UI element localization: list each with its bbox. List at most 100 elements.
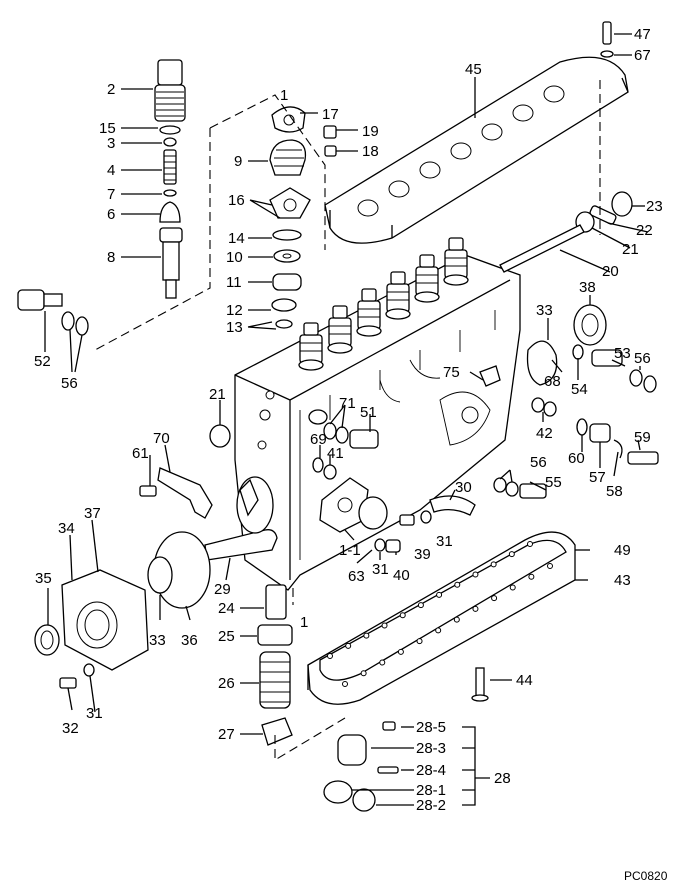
- callout: 69: [310, 431, 327, 448]
- callout: 15: [99, 120, 116, 137]
- pan-hole: [528, 573, 535, 580]
- pan-hole: [527, 541, 533, 547]
- callout: 39: [414, 546, 431, 563]
- callout: 51: [360, 404, 377, 421]
- callout: 53: [614, 345, 631, 362]
- callout: 4: [107, 162, 115, 179]
- callout: 13: [226, 319, 243, 336]
- callout: 47: [634, 26, 651, 43]
- pan-hole: [379, 659, 386, 666]
- callout: 3: [107, 135, 115, 152]
- callout: 7: [107, 186, 115, 203]
- callout: 18: [362, 143, 379, 160]
- valve-holder: [298, 322, 324, 371]
- callout: 34: [58, 520, 75, 537]
- callout: 68: [544, 373, 561, 390]
- callout: 70: [153, 430, 170, 447]
- callout-labels: 47 67 45 2 17 1 19 15 3 9 18 4 7 16 6 23…: [34, 26, 663, 814]
- callout: 28-2: [416, 797, 446, 814]
- callout: 35: [35, 570, 52, 587]
- callout: 33: [149, 632, 166, 649]
- cover-hole: [388, 180, 410, 198]
- banjo-bolt-52: [17, 289, 89, 336]
- callout: 21: [209, 386, 226, 403]
- pan-hole: [342, 681, 348, 687]
- oil-pan: [307, 531, 576, 705]
- callout: 31: [86, 705, 103, 722]
- callout: 38: [579, 279, 596, 296]
- callout: 10: [226, 249, 243, 266]
- pan-hole: [435, 627, 442, 634]
- pan-hole: [327, 653, 333, 659]
- pan-hole: [416, 638, 423, 645]
- callout: 49: [614, 542, 631, 559]
- pan-hole: [363, 632, 370, 639]
- callout: 22: [636, 222, 653, 239]
- pan-hole: [436, 591, 443, 598]
- pan-hole: [491, 595, 498, 602]
- cover-hole: [450, 142, 472, 160]
- leader-lines: [44, 33, 649, 806]
- valve-holder: [356, 288, 382, 337]
- callout: 42: [536, 425, 553, 442]
- valve-holder: [327, 305, 353, 354]
- callout: 28-1: [416, 782, 446, 799]
- callout: 71: [339, 395, 356, 412]
- pan-hole: [381, 622, 388, 629]
- pan-hole: [417, 602, 424, 609]
- tappet-stack: [257, 584, 293, 746]
- camshaft-29: [204, 476, 278, 561]
- callout: 14: [228, 230, 245, 247]
- callout: 44: [516, 672, 533, 689]
- callout: 11: [226, 274, 242, 291]
- cover-hole: [543, 85, 565, 103]
- pan-hole: [397, 648, 404, 655]
- delivery-valve-holders: [298, 237, 469, 371]
- callout: 60: [568, 450, 585, 467]
- callout: 27: [218, 726, 235, 743]
- callout: 20: [602, 263, 619, 280]
- drawing-code: PC0820: [624, 869, 668, 883]
- callout: 26: [218, 675, 235, 692]
- pan-hole: [453, 616, 460, 623]
- callout: 31: [436, 533, 453, 550]
- callout: 56: [530, 454, 547, 471]
- cover-hole: [419, 161, 441, 179]
- callout: 19: [362, 123, 379, 140]
- callout: 59: [634, 429, 651, 446]
- callout: 31: [372, 561, 389, 578]
- callout: 45: [465, 61, 482, 78]
- callout: 75: [443, 364, 460, 381]
- pan-hole: [399, 612, 406, 619]
- callout: 54: [571, 381, 588, 398]
- callout: 29: [214, 581, 231, 598]
- screw-47: [600, 21, 614, 58]
- callout: 63: [348, 568, 365, 585]
- callout: 43: [614, 572, 631, 589]
- callout: 9: [234, 153, 242, 170]
- cover-hole: [357, 199, 379, 217]
- callout: 1: [300, 614, 308, 631]
- callout: 61: [132, 445, 149, 462]
- callout: 56: [634, 350, 651, 367]
- callout: 25: [218, 628, 235, 645]
- mid-right-parts: [479, 365, 659, 465]
- callout: 33: [536, 302, 553, 319]
- callout: 32: [62, 720, 79, 737]
- callout: 52: [34, 353, 51, 370]
- phantom-lines: [94, 80, 601, 761]
- callout: 8: [107, 249, 115, 266]
- callout: 57: [589, 469, 606, 486]
- callout: 6: [107, 206, 115, 223]
- callout: 21: [622, 241, 639, 258]
- callout: 67: [634, 47, 651, 64]
- cover-hole: [512, 104, 534, 122]
- callout: 28-5: [416, 719, 446, 736]
- callout: 2: [107, 81, 115, 98]
- right-side-parts: [499, 191, 657, 393]
- valve-holder: [414, 254, 440, 303]
- pan-hole: [490, 561, 497, 568]
- pan-hole: [508, 551, 515, 558]
- callout: 28-3: [416, 740, 446, 757]
